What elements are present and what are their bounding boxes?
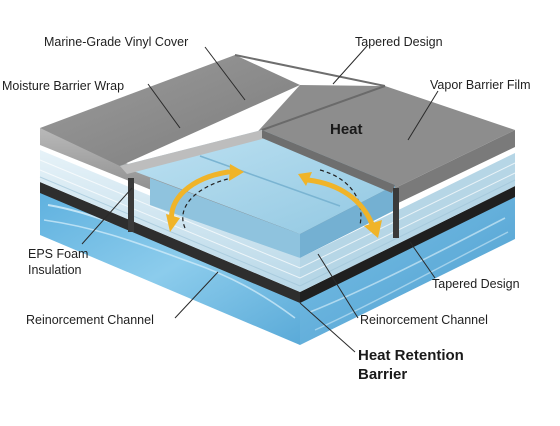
label-tapered-design-right: Tapered Design bbox=[432, 277, 520, 291]
heat-flow-arrows bbox=[166, 164, 382, 238]
water-layer bbox=[40, 192, 515, 345]
label-marine-vinyl-cover: Marine-Grade Vinyl Cover bbox=[44, 35, 188, 49]
label-reinforcement-channel-right: Reinorcement Channel bbox=[360, 313, 488, 327]
label-heat-retention-line1: Heat Retention bbox=[358, 347, 464, 364]
label-vapor-barrier-film: Vapor Barrier Film bbox=[430, 78, 530, 92]
heat-retention-barrier-layer bbox=[40, 182, 515, 303]
leader-lines bbox=[81, 45, 439, 353]
label-eps-foam-line1: EPS Foam bbox=[28, 247, 88, 261]
label-heat: Heat bbox=[330, 121, 363, 138]
label-tapered-design-top: Tapered Design bbox=[355, 35, 443, 49]
label-heat-retention-line2: Barrier bbox=[358, 366, 407, 383]
cover-cut-edges bbox=[120, 130, 399, 238]
label-reinforcement-channel-left: Reinorcement Channel bbox=[26, 313, 154, 327]
label-moisture-barrier-wrap: Moisture Barrier Wrap bbox=[2, 79, 124, 93]
label-eps-foam-line2: Insulation bbox=[28, 263, 82, 277]
